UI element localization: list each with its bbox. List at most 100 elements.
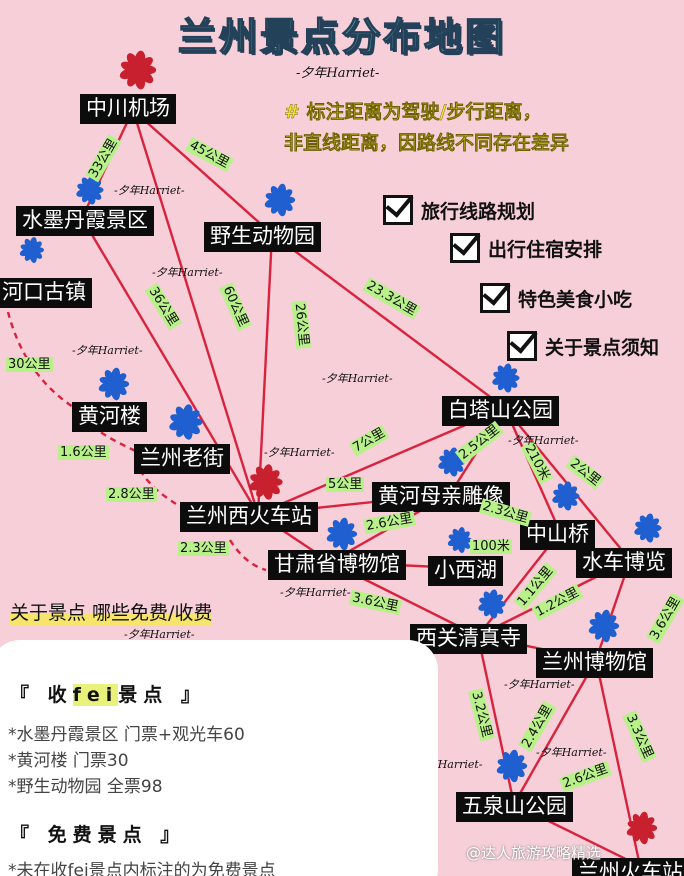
route-airport-wildlife bbox=[132, 109, 273, 235]
marker-lanzhoumuseum-icon bbox=[588, 609, 620, 643]
marker-shuiche-icon bbox=[634, 513, 662, 543]
marker-core bbox=[445, 455, 459, 469]
paid-item: *野生动物园 全票98 bbox=[8, 777, 163, 797]
info-panel bbox=[0, 640, 438, 876]
marker-core bbox=[634, 820, 650, 836]
marker-qingzhensi-icon bbox=[478, 589, 506, 619]
marker-wildlife-icon bbox=[264, 183, 296, 217]
marker-shuimo-icon bbox=[76, 175, 104, 205]
place-wuquanshan: 五泉山公园 bbox=[456, 792, 573, 822]
distance-note-line1: # 标注距离为驾驶/步行距离， bbox=[284, 101, 542, 123]
marker-airport-icon bbox=[119, 50, 157, 90]
marker-core bbox=[128, 60, 148, 80]
place-markers bbox=[19, 50, 662, 845]
distance-label: 2.8公里 bbox=[106, 487, 157, 502]
signature: -夕年Harriet- bbox=[280, 586, 351, 599]
marker-gansumuseum-icon bbox=[326, 517, 358, 551]
distance-label: 1.6公里 bbox=[58, 445, 109, 460]
place-airport: 中川机场 bbox=[80, 94, 176, 124]
place-wildlife: 野生动物园 bbox=[204, 222, 321, 252]
marker-core bbox=[334, 526, 350, 542]
route-wildlife-baitashan bbox=[271, 233, 506, 409]
distance-label: 100米 bbox=[470, 539, 512, 554]
route-lanzhoumuseum-wuquanshan bbox=[512, 659, 598, 805]
paid-heading: 『 收fei景点 』 bbox=[10, 680, 206, 707]
paid-heading-highlight: fei bbox=[72, 684, 119, 706]
marker-xizhan-icon bbox=[249, 464, 283, 500]
signature: -夕年Harriet- bbox=[504, 678, 575, 691]
signature: -夕年Harriet- bbox=[322, 372, 393, 385]
place-xiaoxihu: 小西湖 bbox=[428, 556, 503, 586]
marker-hekou-icon bbox=[19, 237, 44, 263]
paid-heading-post: 景点 』 bbox=[118, 684, 206, 706]
marker-core bbox=[559, 489, 573, 503]
route-airport-xizhan bbox=[131, 109, 260, 515]
free-note: *未在收fei景点内标注的为免费景点 bbox=[8, 861, 276, 876]
distance-label: 30公里 bbox=[6, 357, 53, 372]
place-shuimo: 水墨丹霞景区 bbox=[16, 206, 154, 236]
signature: -夕年Harriet- bbox=[114, 184, 185, 197]
checklist-item: 出行住宿安排 bbox=[450, 233, 602, 263]
marker-core bbox=[83, 183, 97, 197]
checklist-item: 关于景点须知 bbox=[507, 331, 659, 361]
marker-core bbox=[641, 521, 655, 535]
marker-core bbox=[453, 533, 467, 547]
map-title: 兰州景点分布地图 bbox=[177, 14, 506, 60]
marker-core bbox=[596, 618, 612, 634]
place-laojie: 兰州老街 bbox=[134, 444, 230, 474]
checklist-label: 出行住宿安排 bbox=[488, 238, 603, 261]
distance-note: # 标注距离为驾驶/步行距离， 非直线距离，因路线不同存在差异 bbox=[284, 97, 569, 159]
marker-muqin-icon bbox=[438, 447, 466, 477]
signature: -夕年Harriet- bbox=[536, 746, 607, 759]
distance-label: 2.3公里 bbox=[178, 541, 229, 556]
paid-item: *黄河楼 门票30 bbox=[8, 751, 129, 771]
checklist-item: 特色美食小吃 bbox=[480, 283, 632, 313]
distance-label: 5公里 bbox=[326, 477, 365, 492]
checkbox-checked-icon bbox=[450, 233, 480, 263]
marker-core bbox=[499, 371, 513, 385]
marker-laojie-icon bbox=[169, 404, 203, 440]
marker-core bbox=[177, 413, 195, 431]
checklist-item: 旅行线路规划 bbox=[383, 195, 535, 225]
walking-route-0 bbox=[6, 311, 93, 420]
marker-core bbox=[25, 243, 39, 257]
marker-core bbox=[106, 376, 122, 392]
place-lanzhoumuseum: 兰州博物馆 bbox=[536, 648, 653, 678]
marker-baitashan-icon bbox=[492, 363, 520, 393]
place-huochezhan: 兰州火车站 bbox=[572, 858, 684, 876]
checkbox-checked-icon bbox=[383, 195, 413, 225]
free-heading: 『 免费景点 』 bbox=[10, 824, 186, 846]
signature: -夕年Harriet- bbox=[264, 446, 335, 459]
marker-core bbox=[272, 192, 288, 208]
watermark: @达人旅游攻略精选 bbox=[466, 844, 602, 862]
distance-note-line2: 非直线距离，因路线不同存在差异 bbox=[284, 132, 570, 154]
place-xizhan: 兰州西火车站 bbox=[180, 502, 318, 532]
paid-item: *水墨丹霞景区 门票+观光车60 bbox=[8, 725, 245, 745]
place-hekou: 河口古镇 bbox=[0, 278, 92, 308]
marker-huochezhan-icon bbox=[626, 811, 658, 845]
checklist-label: 特色美食小吃 bbox=[518, 288, 633, 311]
marker-core bbox=[485, 597, 499, 611]
paid-heading-pre: 『 收 bbox=[10, 684, 73, 706]
place-baitashan: 白塔山公园 bbox=[442, 396, 559, 426]
signature: -夕年Harriet- bbox=[72, 344, 143, 357]
place-zhongshanqiao: 中山桥 bbox=[520, 520, 595, 550]
marker-zhongshanqiao-icon bbox=[552, 481, 580, 511]
marker-core bbox=[257, 473, 275, 491]
checklist-label: 旅行线路规划 bbox=[421, 200, 536, 223]
checkbox-checked-icon bbox=[507, 331, 537, 361]
checkbox-checked-icon bbox=[480, 283, 510, 313]
walking-route-3 bbox=[228, 539, 267, 572]
checklist-label: 关于景点须知 bbox=[545, 336, 660, 359]
signature: -夕年Harriet- bbox=[124, 628, 195, 641]
signature: -夕年Harriet- bbox=[296, 66, 380, 81]
place-shuiche: 水车博览 bbox=[576, 548, 672, 578]
marker-core bbox=[504, 758, 520, 774]
signature: -夕年Harriet- bbox=[152, 266, 223, 279]
marker-wuquanshan-icon bbox=[496, 749, 528, 783]
place-gansumuseum: 甘肃省博物馆 bbox=[268, 550, 406, 580]
signature: -夕年Harriet- bbox=[508, 434, 579, 447]
marker-xiaoxihu-icon bbox=[447, 527, 473, 553]
marker-huanghelou-icon bbox=[98, 367, 130, 401]
place-huanghelou: 黄河楼 bbox=[72, 402, 147, 432]
